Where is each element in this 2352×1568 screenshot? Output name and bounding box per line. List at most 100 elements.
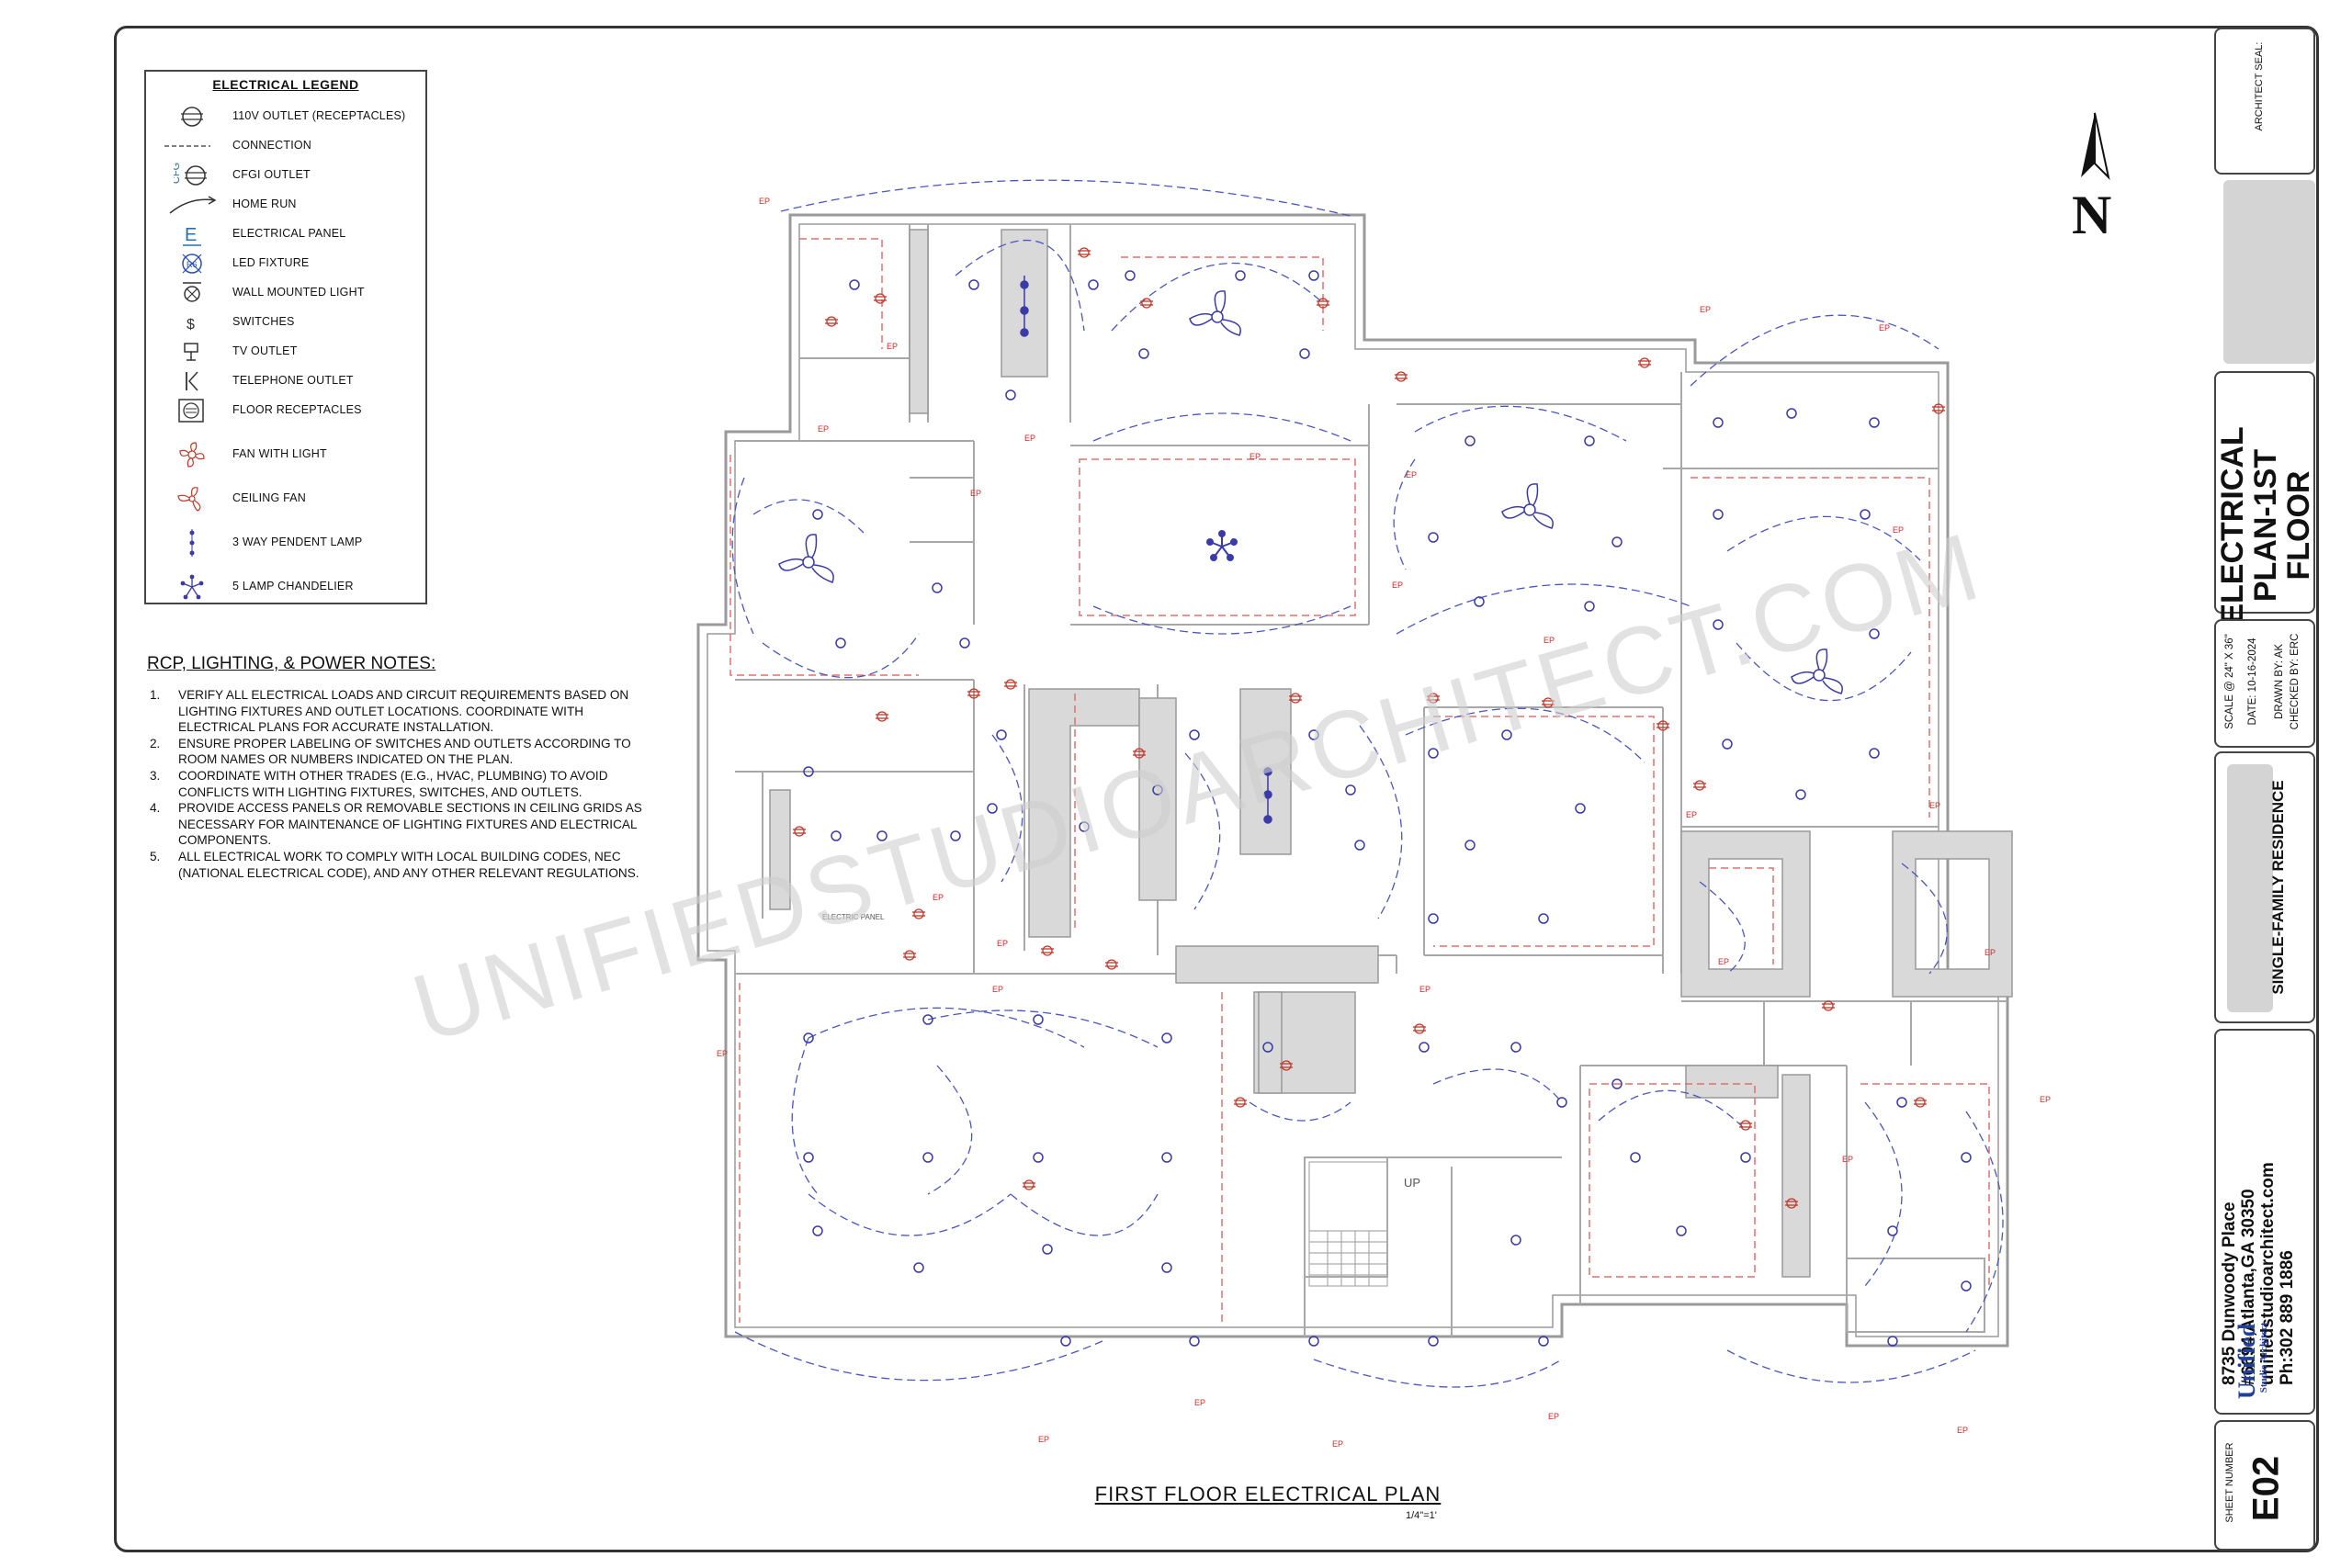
- recessed-light-icon: [1676, 1225, 1687, 1236]
- recessed-light-icon: [1713, 417, 1724, 428]
- legend-label: HOME RUN: [232, 197, 297, 210]
- ep-tag: EP: [1419, 985, 1430, 994]
- recessed-light-icon: [1510, 1235, 1521, 1246]
- firm-box: 8735 Dunwoody Place #6694,Atlanta,GA 303…: [2214, 1029, 2315, 1415]
- legend-item: TV OUTLET: [146, 338, 427, 366]
- outlet-icon: [967, 688, 980, 699]
- outlet-icon: [1105, 959, 1118, 970]
- recessed-light-icon: [1235, 270, 1246, 281]
- recessed-light-icon: [1584, 601, 1595, 612]
- recessed-light-icon: [1299, 348, 1310, 359]
- recessed-light-icon: [1538, 913, 1549, 924]
- outlet-circuits: [729, 238, 1990, 1323]
- cfgi-outlet-icon: CFG: [174, 163, 207, 186]
- outlet-icon: [1078, 247, 1091, 258]
- drawing-title-box: ELECTRICAL PLAN-1ST FLOOR: [2214, 371, 2316, 625]
- lighting-circuits: [731, 179, 2004, 1388]
- ep-tag: EP: [1406, 470, 1417, 479]
- outlet-icon: [1657, 720, 1669, 731]
- recessed-light-icon: [1428, 913, 1439, 924]
- north-label: N: [2072, 185, 2112, 245]
- ceiling-fans: [778, 290, 1843, 694]
- legend-item: 5 LAMP CHANDELIER: [146, 573, 427, 601]
- recessed-light-icon: [913, 1262, 924, 1273]
- outlet-icon: [1023, 1179, 1035, 1190]
- recessed-light-icon: [1042, 1244, 1053, 1255]
- project-name: SINGLE-FAMILY RESIDENCE: [2269, 780, 2287, 995]
- recessed-light-icon: [968, 279, 979, 290]
- ep-tag: EP: [1548, 1412, 1559, 1421]
- outlet-icon: [1638, 357, 1651, 368]
- switch-icon: $: [187, 317, 195, 333]
- recessed-light-icon: [1428, 1336, 1439, 1347]
- note-text: COORDINATE WITH OTHER TRADES (E.G., HVAC…: [178, 768, 608, 799]
- recessed-light-icon: [803, 1152, 814, 1163]
- interior-walls: [735, 224, 2007, 1337]
- recessed-light-icon: [849, 279, 860, 290]
- recessed-light-icon: [1308, 270, 1319, 281]
- architect-seal-label: ARCHITECT SEAL:: [2254, 41, 2265, 131]
- electrical-panel-label: ELECTRIC PANEL: [822, 913, 885, 921]
- ep-tag: EP: [1879, 323, 1890, 333]
- svg-text:E: E: [185, 225, 197, 245]
- legend-item: FAN WITH LIGHT: [146, 441, 427, 468]
- legend-item: WALL MOUNTED LIGHT: [146, 279, 427, 307]
- recessed-light-icon: [987, 803, 998, 814]
- legend-item: CONNECTION: [146, 132, 427, 160]
- recessed-light-icon: [1713, 509, 1724, 520]
- fan-icon: [1189, 290, 1241, 336]
- ep-tag: EP: [1194, 1398, 1205, 1407]
- fan-icon: [778, 534, 834, 583]
- sheet-number-box: SHEET NUMBER E02: [2214, 1420, 2315, 1551]
- firm-logo-subtext: Studio Architect: [2258, 1322, 2269, 1393]
- svg-text:CFG: CFG: [174, 163, 182, 184]
- outlet-icon: [1133, 748, 1146, 759]
- stair-label: UP: [1404, 1176, 1420, 1190]
- note-item: 4.PROVIDE ACCESS PANELS OR REMOVABLE SEC…: [147, 800, 643, 849]
- outlet-icon: [825, 316, 838, 327]
- sheet-number-label: SHEET NUMBER: [2224, 1442, 2235, 1523]
- recessed-light-icon: [1869, 748, 1880, 759]
- outlet-icon: [793, 826, 806, 837]
- recessed-light-icon: [1464, 840, 1476, 851]
- outlet-icon: [1542, 697, 1555, 708]
- ep-tag: EP: [1893, 525, 1904, 535]
- outlet-icon: [912, 908, 925, 919]
- ep-tag: EP: [1544, 636, 1555, 645]
- ep-tags: EPEPEPEPEPEPEPEPEPEPEPEPEPEPEPEPEPEPEPEP…: [717, 197, 2051, 1449]
- fan-with-light-icon: [179, 442, 205, 468]
- recessed-light-icon: [1630, 1152, 1641, 1163]
- chandelier-icon: [180, 574, 204, 600]
- recessed-light-icon: [1887, 1336, 1898, 1347]
- recessed-light-icon: [1510, 1042, 1521, 1053]
- note-item: 5.ALL ELECTRICAL WORK TO COMPLY WITH LOC…: [147, 849, 643, 881]
- outlet-icon: [1785, 1198, 1798, 1209]
- outlet-icon: [1317, 298, 1329, 309]
- legend-label: FLOOR RECEPTACLES: [232, 403, 362, 416]
- recessed-light-icon: [1860, 509, 1871, 520]
- recessed-light-icon: [1125, 270, 1136, 281]
- recessed-light-icon: [803, 766, 814, 777]
- sheet-number: E02: [2245, 1455, 2287, 1522]
- ep-tag: EP: [1718, 957, 1729, 966]
- legend-label: ELECTRICAL PANEL: [232, 227, 346, 240]
- recessed-light-icon: [1501, 729, 1512, 740]
- legend-label: WALL MOUNTED LIGHT: [232, 286, 365, 299]
- recessed-light-icon: [1584, 435, 1595, 446]
- plan-scale: 1/4"=1': [1406, 1510, 1437, 1521]
- project-logo-placeholder: [2227, 764, 2273, 1012]
- recessed-light-icon: [1556, 1097, 1567, 1108]
- legend-label: TELEPHONE OUTLET: [232, 374, 354, 387]
- drawing-title: ELECTRICAL PLAN-1ST FLOOR: [2215, 406, 2316, 645]
- recessed-light-icon: [1428, 748, 1439, 759]
- recessed-light-icon: [1079, 821, 1090, 832]
- recessed-light-icon: [1887, 1225, 1898, 1236]
- recessed-light-icon: [1161, 1032, 1172, 1043]
- floor-receptacle-icon: [178, 399, 204, 423]
- stair: [1308, 1161, 1388, 1287]
- legend-label: LED FIXTURE: [232, 256, 310, 269]
- note-number: 5.: [150, 849, 161, 863]
- fan-icon: [1501, 483, 1554, 529]
- outlet-icon: [1234, 1097, 1247, 1108]
